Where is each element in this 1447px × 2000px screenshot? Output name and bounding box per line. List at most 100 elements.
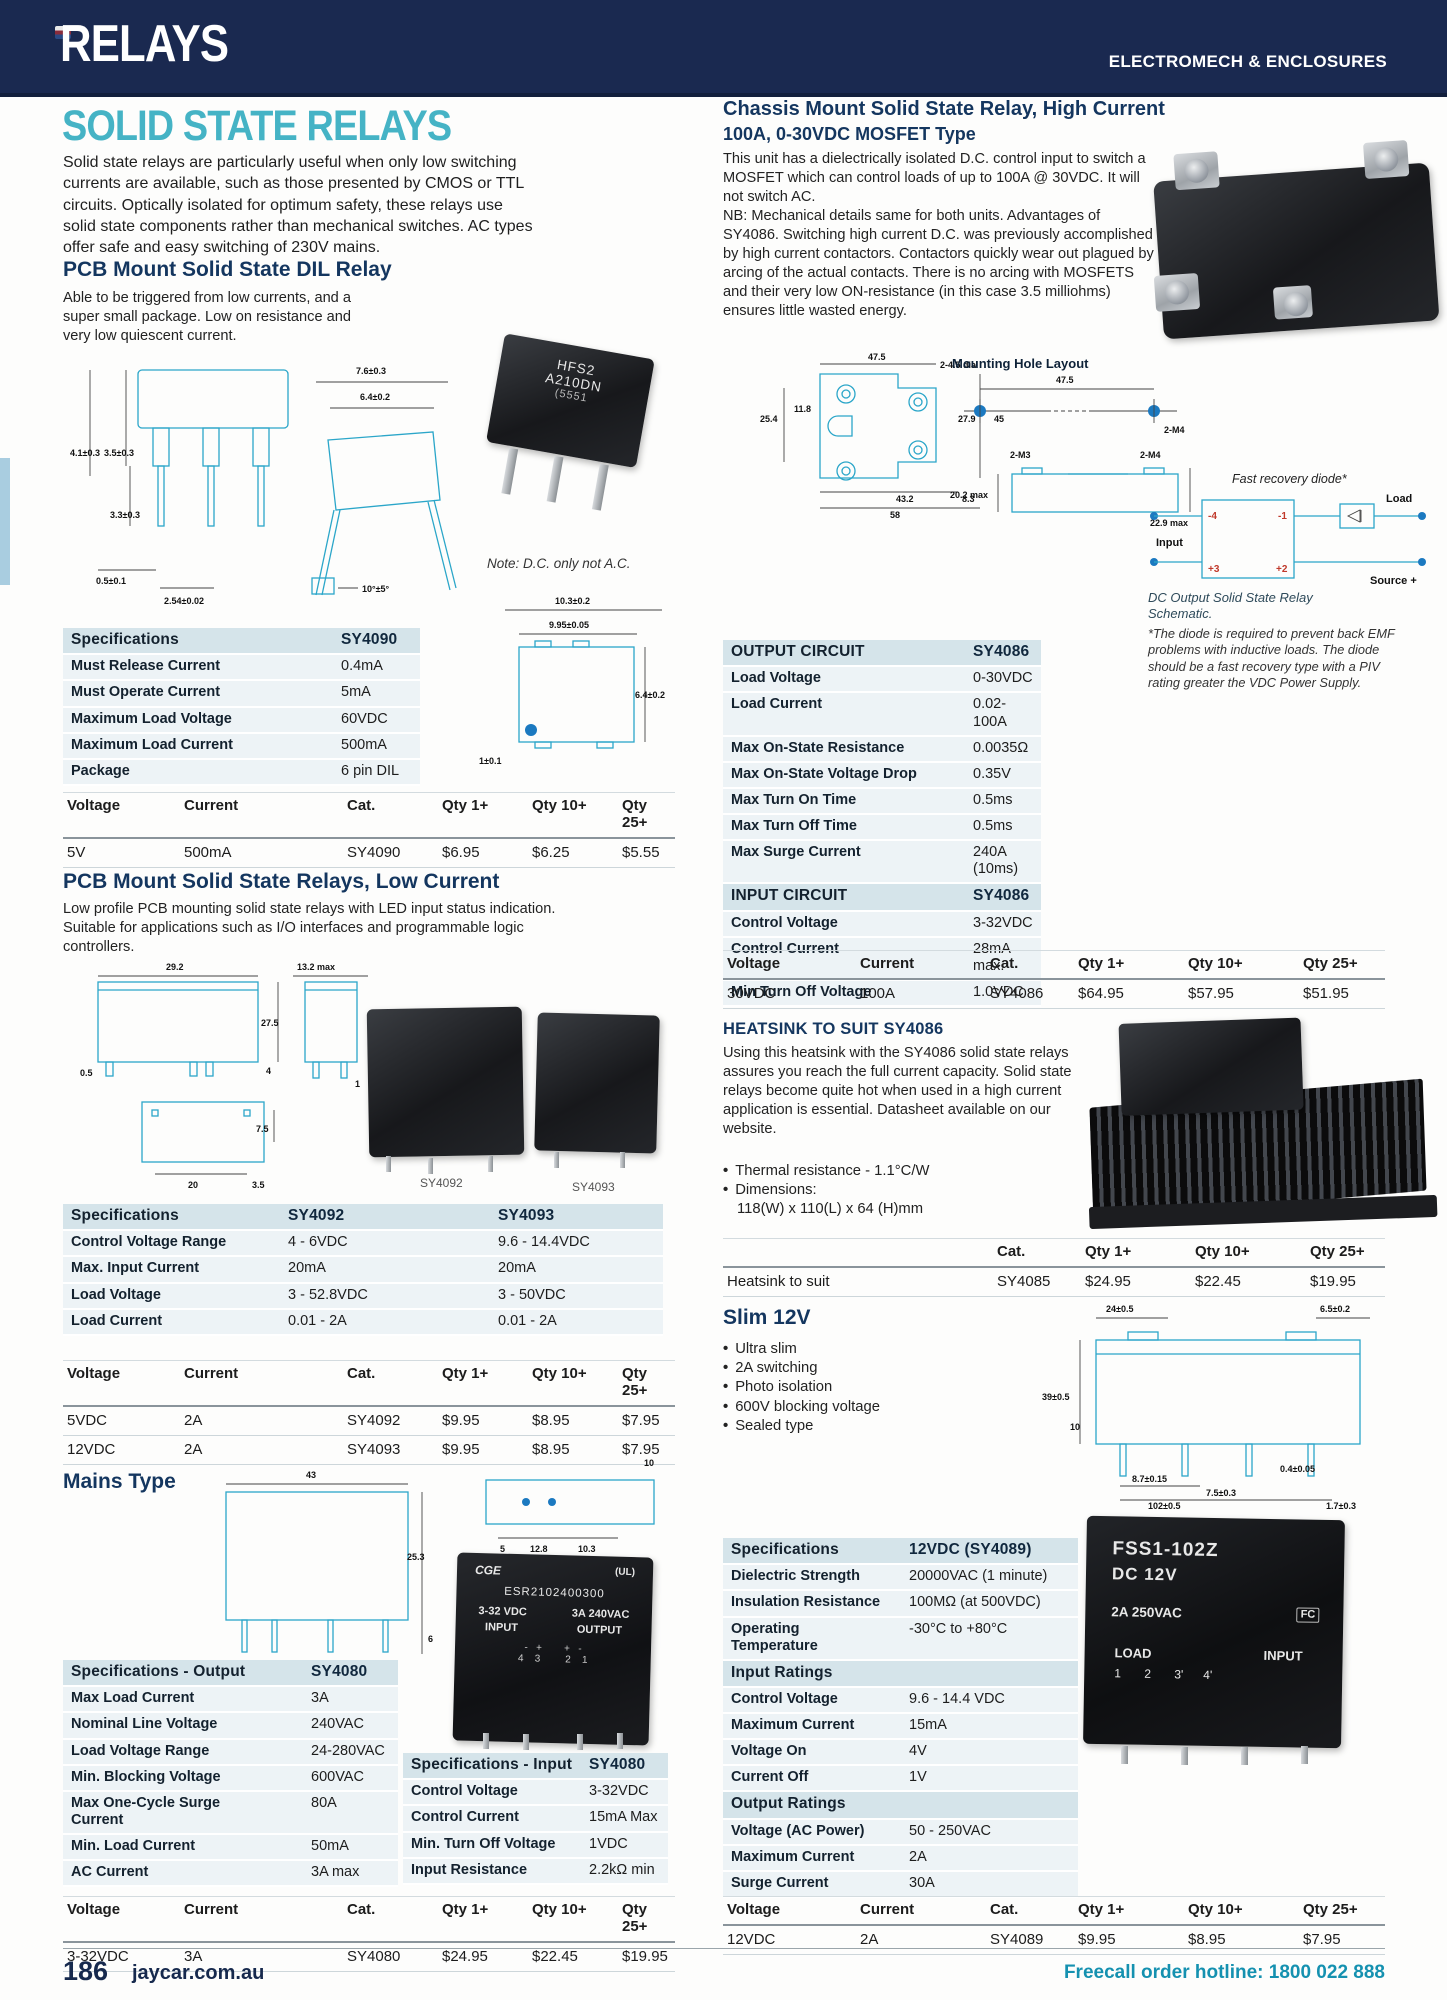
photo-input-label: INPUT (1263, 1647, 1303, 1664)
fast-recovery-diode-label: Fast recovery diode* (1232, 472, 1347, 486)
low-side-view-diagram: 13.2 max 1 (293, 962, 368, 1089)
price-table-sy4085: Cat.Qty 1+Qty 10+Qty 25+ Heatsink to sui… (723, 1238, 1385, 1297)
cell: AC Current (71, 1864, 149, 1881)
cell: 1V (909, 1769, 927, 1786)
cell: Heatsink to suit (727, 1273, 830, 1290)
cell: Qty 1+ (1078, 1901, 1125, 1918)
schematic-diagram: -4 +3 -1 +2 Input Load Source + (1150, 493, 1426, 587)
cell: $9.95 (442, 1412, 480, 1429)
dil-side-view-diagram: 4.1±0.3 3.5±0.3 3.3±0.3 0.5±0.1 2.54±0.0… (70, 369, 289, 606)
cell: 60VDC (341, 710, 388, 727)
dim-label: 6.5±0.2 (1320, 1304, 1350, 1314)
schematic-input-label: Input (1156, 537, 1183, 549)
heading-heatsink: HEATSINK TO SUIT SY4086 (723, 1020, 944, 1038)
cell: 500mA (341, 736, 387, 753)
cell: Nominal Line Voltage (71, 1716, 218, 1733)
dim-label: 0.4±0.05 (1280, 1464, 1315, 1474)
cell: Load Voltage Range (71, 1742, 210, 1759)
cell: Min Turn Off Voltage (731, 983, 872, 1000)
low-current-relays-photo: SY4092 SY4093 (366, 998, 668, 1194)
cell: 15mA Max (589, 1809, 658, 1826)
cell: SY4086 (973, 643, 1030, 660)
photo-model: FSS1-102Z (1112, 1538, 1219, 1562)
dim-label: 39±0.5 (1042, 1392, 1069, 1402)
bullet-icon: • (723, 1360, 729, 1377)
heading-slim-12v: Slim 12V (723, 1306, 811, 1329)
cell: Qty 1+ (1085, 1243, 1132, 1260)
cell: 240A (10ms) (973, 844, 1019, 878)
cell: Qty 25+ (1303, 1901, 1358, 1918)
page-edge-tab (0, 458, 10, 585)
cell: Qty 1+ (1078, 955, 1125, 972)
dim-label: 1±0.1 (479, 756, 501, 766)
list-item-text: Thermal resistance - 1.1°C/W (735, 1163, 930, 1179)
heading-mains-type: Mains Type (63, 1470, 176, 1493)
cell: $8.95 (532, 1412, 570, 1429)
mounting-layout-diagram: 47.5 2-M4 (964, 375, 1185, 435)
cell: Specifications - Input (411, 1756, 573, 1773)
cell: $19.95 (622, 1948, 668, 1965)
dim-label: 27.5 (261, 1018, 279, 1028)
cell: Current (184, 1365, 239, 1382)
cell: Min. Load Current (71, 1837, 196, 1854)
cell: Maximum Current (731, 1848, 855, 1865)
list-item: •2A switching (723, 1359, 1023, 1378)
chassis-paragraph: This unit has a dielectrically isolated … (723, 151, 1154, 319)
cell: 0.5ms (973, 791, 1013, 808)
cell: Dielectric Strength (731, 1568, 860, 1585)
cell: Min. Turn Off Voltage (411, 1835, 556, 1852)
photo-voltage: DC 12V (1111, 1564, 1178, 1585)
dim-label: 43 (306, 1470, 316, 1480)
dil-paragraph: Able to be triggered from low currents, … (63, 290, 351, 344)
cell: 9.6 - 14.4 VDC (909, 1691, 1005, 1707)
cell: Must Operate Current (71, 684, 221, 701)
cell: 100MΩ (at 500VDC) (909, 1594, 1041, 1611)
cell: 4V (909, 1743, 927, 1760)
list-item-text: Photo isolation (735, 1379, 833, 1396)
cell: Voltage (727, 1901, 781, 1918)
dim-label: 20 (188, 1180, 198, 1190)
cell: 2A (184, 1412, 203, 1429)
table-row: Operating Temperature-30°C to +80°C (723, 1617, 1078, 1661)
dim-label: 9.95±0.05 (549, 620, 589, 630)
bullet-icon: • (723, 1379, 729, 1396)
cell: INPUT CIRCUIT (731, 887, 848, 905)
cell: SY4080 (311, 1663, 368, 1680)
cell: Load Current (731, 696, 823, 713)
dim-label: 10°±5° (362, 584, 390, 594)
dim-label: 47.5 (868, 352, 886, 362)
cell: Qty 1+ (442, 1901, 489, 1918)
photo-rating: 2A 250VAC (1111, 1604, 1183, 1621)
dim-label: 12.8 (530, 1544, 548, 1554)
cell: 12VDC (67, 1441, 116, 1458)
low-front-view-diagram: 29.2 27.5 0.5 4 (80, 962, 279, 1078)
mounting-layout-title: Mounting Hole Layout (952, 356, 1089, 371)
cell: 80A (311, 1794, 337, 1811)
list-item: •600V blocking voltage (723, 1398, 1023, 1417)
cell: 0-30VDC (973, 670, 1033, 687)
dim-label: 25.4 (760, 414, 778, 424)
heading-dil-relay: PCB Mount Solid State DIL Relay (63, 258, 392, 281)
website-link[interactable]: jaycar.com.au (132, 1962, 265, 1984)
cell: 0.35V (973, 765, 1011, 782)
cell: Qty 10+ (532, 1365, 587, 1382)
dim-label: 0.5±0.1 (96, 576, 126, 586)
cell: Max On-State Voltage Drop (731, 765, 917, 782)
cell: 500mA (184, 844, 232, 861)
